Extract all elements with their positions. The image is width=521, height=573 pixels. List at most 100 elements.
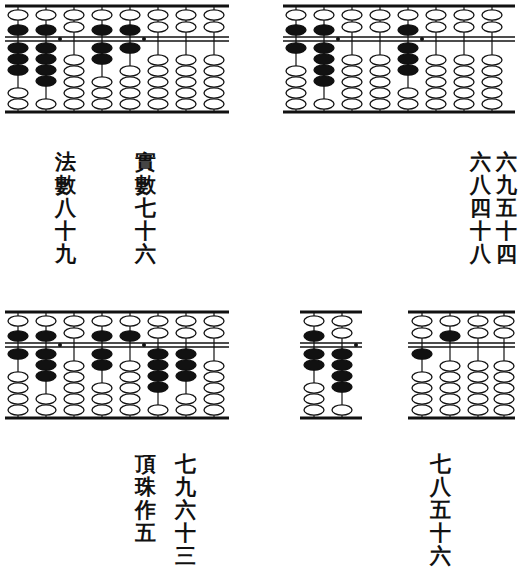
abacus-bead <box>454 55 474 65</box>
abacus-frame <box>5 346 229 348</box>
abacus-frame <box>5 111 229 114</box>
abacus-bead <box>120 10 140 20</box>
abacus-bead <box>64 405 84 415</box>
abacus-bead <box>92 316 112 326</box>
abacus-bead <box>176 22 196 32</box>
abacus-bead <box>370 77 390 87</box>
abacus-bead <box>482 22 502 32</box>
abacus-bead <box>8 405 28 415</box>
abacus-bead <box>120 361 140 371</box>
abacus-bead <box>120 331 140 341</box>
abacus-bead <box>412 328 432 338</box>
abacus-bead <box>148 77 168 87</box>
vertical-caption: 六九五十四 <box>496 150 517 265</box>
abacus-bead <box>204 361 224 371</box>
abacus-bead <box>304 360 324 370</box>
abacus-bead <box>482 66 502 76</box>
abacus-bead <box>494 383 514 393</box>
abacus-bead <box>120 25 140 35</box>
abacus-bead <box>36 394 56 404</box>
abacus-frame <box>408 342 515 344</box>
vertical-caption: 七九六十三 <box>175 452 196 567</box>
abacus-bead <box>494 372 514 382</box>
abacus-frame <box>5 5 229 8</box>
abacus-bead <box>494 316 514 326</box>
abacus-bead <box>304 316 324 326</box>
abacus-bead <box>176 328 196 338</box>
abacus-bead <box>92 349 112 359</box>
abacus-bead <box>36 371 56 381</box>
abacus-bead <box>304 383 324 393</box>
abacus-bead <box>482 77 502 87</box>
abacus-bead <box>8 54 28 64</box>
abacus-bead <box>342 22 362 32</box>
abacus-bead <box>454 66 474 76</box>
abacus-bead <box>8 10 28 20</box>
abacus-bead <box>204 10 224 20</box>
vertical-caption: 七八五十六 <box>430 452 451 567</box>
abacus-bead <box>342 77 362 87</box>
abacus-bead <box>176 394 196 404</box>
abacus-bead <box>176 360 196 370</box>
abacus-bead <box>286 66 306 76</box>
abacus-bead <box>36 54 56 64</box>
abacus-bead <box>36 10 56 20</box>
abacus-bead <box>440 405 460 415</box>
abacus-bead <box>332 360 352 370</box>
abacus-bead <box>370 99 390 109</box>
abacus-bead <box>64 383 84 393</box>
abacus-bead <box>92 54 112 64</box>
abacus-bead <box>482 88 502 98</box>
abacus-bead <box>204 316 224 326</box>
beam-dot <box>336 37 340 41</box>
abacus-bead <box>398 43 418 53</box>
abacus-bead <box>148 88 168 98</box>
abacus-bead <box>426 88 446 98</box>
abacus-bead <box>398 88 418 98</box>
abacus-bead <box>304 331 324 341</box>
abacus-bead <box>148 328 168 338</box>
abacus-bead <box>314 43 334 53</box>
abacus-bead <box>454 10 474 20</box>
abacus-bead <box>148 371 168 381</box>
abacus-frame <box>408 417 515 420</box>
abacus-bead <box>120 405 140 415</box>
abacus-bead <box>204 55 224 65</box>
abacus-bead <box>398 65 418 75</box>
abacus-bead <box>204 77 224 87</box>
abacus-bead <box>370 10 390 20</box>
abacus-bead <box>176 66 196 76</box>
abacus-bead <box>286 99 306 109</box>
abacus-bead <box>440 372 460 382</box>
vertical-caption: 六八四十八 <box>470 150 491 265</box>
abacus-bead <box>304 405 324 415</box>
abacus-bead <box>92 99 112 109</box>
abacus-bead <box>92 394 112 404</box>
abacus-bead <box>204 66 224 76</box>
vertical-caption: 實數七十六 <box>135 150 156 265</box>
abacus-bead <box>494 405 514 415</box>
abacus-bead <box>482 55 502 65</box>
abacus-bead <box>454 99 474 109</box>
abacus-bead <box>454 22 474 32</box>
abacus-bead <box>286 88 306 98</box>
abacus-bead <box>468 361 488 371</box>
abacus-bead <box>412 316 432 326</box>
abacus-bead <box>8 99 28 109</box>
abacus-frame <box>5 40 229 42</box>
abacus-bead <box>176 88 196 98</box>
abacus-bead <box>482 99 502 109</box>
abacus-bead <box>8 331 28 341</box>
abacus-bead <box>314 25 334 35</box>
abacus-bead <box>204 22 224 32</box>
abacus-bead <box>314 76 334 86</box>
abacus-bead <box>440 394 460 404</box>
abacus-bead <box>92 383 112 393</box>
abacus-bead <box>332 328 352 338</box>
abacus-bead <box>176 55 196 65</box>
abacus-bead <box>332 405 352 415</box>
abacus-bead <box>176 405 196 415</box>
abacus-bead <box>426 10 446 20</box>
abacus-bead <box>92 405 112 415</box>
